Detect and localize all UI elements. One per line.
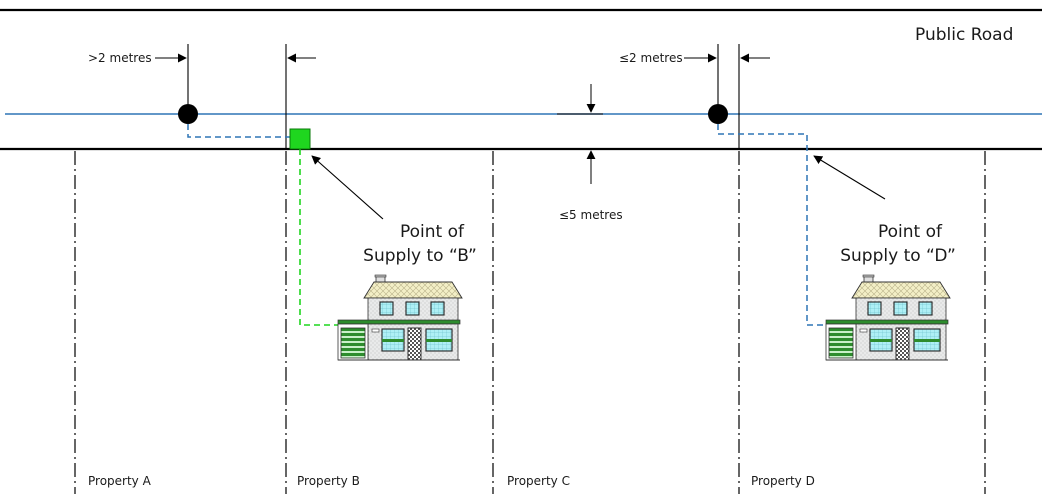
arrow-icon (813, 155, 886, 200)
dimension-depth: ≤5 metres (559, 208, 623, 222)
service-cable-blue-b (187, 124, 298, 138)
house-icon (337, 274, 463, 361)
supply-label-b-line2: Supply to “B” (363, 246, 477, 266)
service-cable-blue-d (717, 124, 829, 326)
supply-label-b: Point of Supply to “B” (363, 222, 477, 266)
supply-label-d: Point of Supply to “D” (840, 222, 956, 266)
road-label: Public Road (915, 25, 1013, 45)
supply-box-icon (289, 128, 311, 150)
supply-label-d-line1: Point of (878, 222, 943, 242)
pole-icon (708, 104, 728, 124)
property-label-b: Property B (297, 474, 360, 488)
supply-label-d-line2: Supply to “D” (840, 246, 956, 266)
service-cable-green-b (299, 149, 341, 326)
property-label-c: Property C (507, 474, 570, 488)
property-label-d: Property D (751, 474, 815, 488)
house-icon (825, 274, 951, 361)
property-label-a: Property A (88, 474, 152, 488)
arrow-icon (311, 155, 384, 220)
pole-icon (178, 104, 198, 124)
dimension-left-gap: >2 metres (88, 51, 152, 65)
dimension-right-gap: ≤2 metres (619, 51, 683, 65)
supply-label-b-line1: Point of (400, 222, 465, 242)
